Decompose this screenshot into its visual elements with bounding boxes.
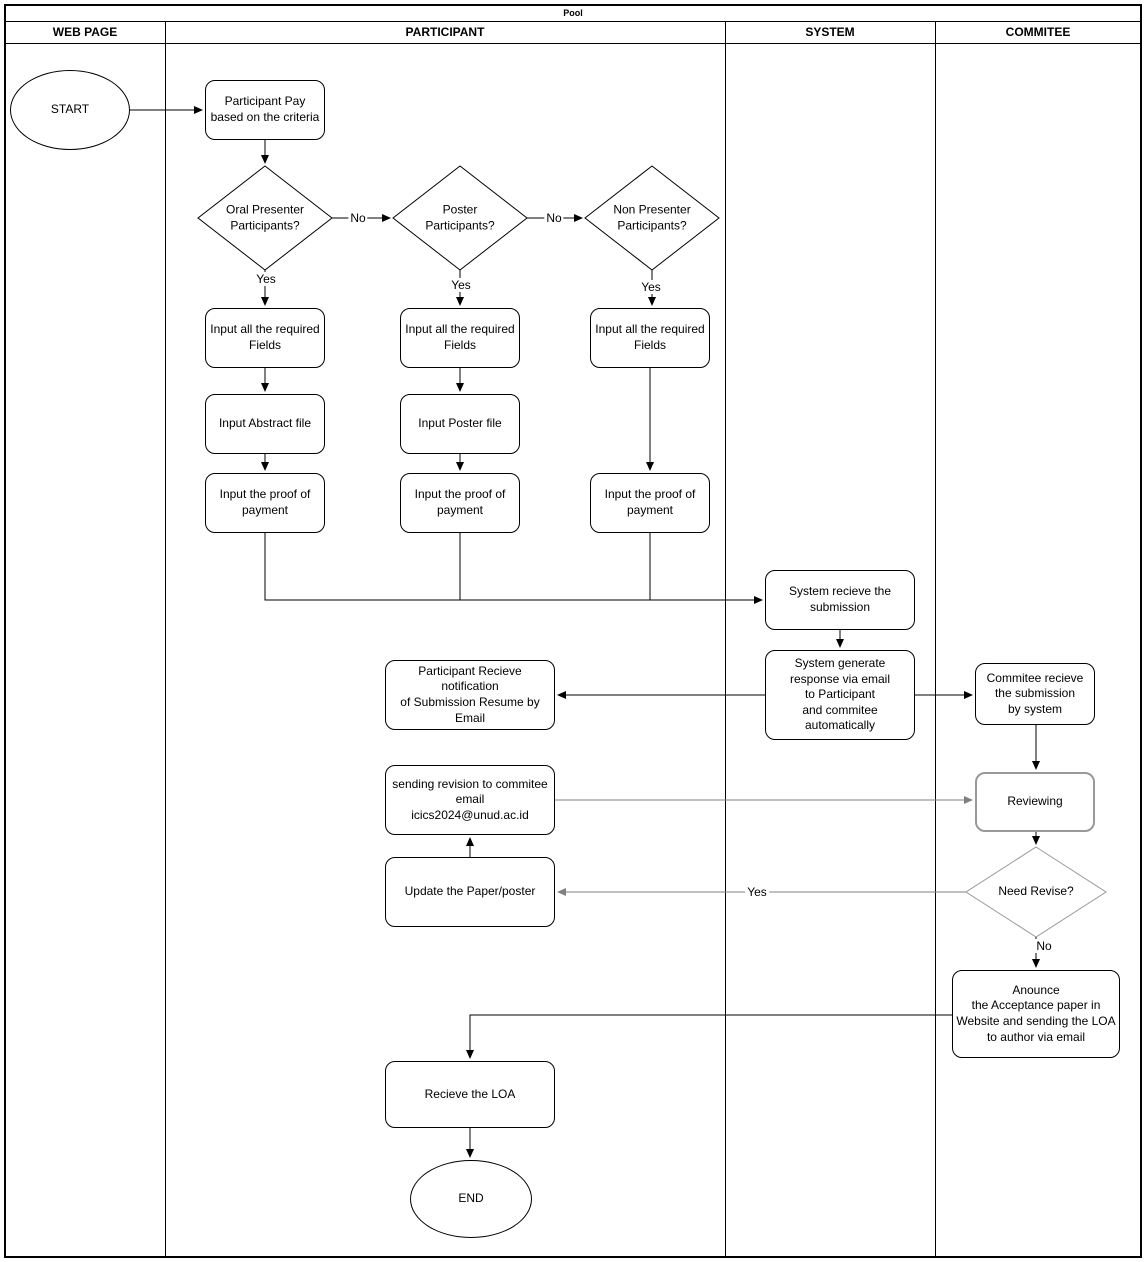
input-fields-poster-node: Input all the required Fields [400,308,520,368]
participant-notification-node: Participant Recieve notification of Subm… [385,660,555,730]
lane-border-participant-system [725,21,726,1257]
participant-pay-node: Participant Pay based on the criteria [205,80,325,140]
lane-header-divider [5,43,1141,44]
lane-header-commitee: COMMITEE [1005,25,1071,39]
proof-payment-oral-node: Input the proof of payment [205,473,325,533]
edge-label-no-revise: No [1034,939,1054,953]
edge-label-yes-revise: Yes [745,885,769,899]
start-node: START [10,70,130,150]
end-node: END [410,1160,532,1238]
system-receive-node: System recieve the submission [765,570,915,630]
system-generate-node: System generate response via email to Pa… [765,650,915,740]
sending-revision-node: sending revision to commitee email icics… [385,765,555,835]
commitee-receive-node: Commitee recieve the submission by syste… [975,663,1095,725]
decision-non-presenter-label: Non Presenter Participants? [613,202,691,232]
edge-label-no-oral: No [348,211,368,225]
input-poster-file-node: Input Poster file [400,394,520,454]
decision-poster-label: Poster Participants? [425,202,495,232]
edge-proofs-to-system-receive [264,533,763,604]
announce-node: Anounce the Acceptance paper in Website … [952,970,1120,1058]
edge-announce-to-receive-loa [466,1014,952,1059]
lane-border-system-commitee [935,21,936,1257]
lane-header-web-page: WEB PAGE [52,25,118,39]
proof-payment-poster-node: Input the proof of payment [400,473,520,533]
receive-loa-node: Recieve the LOA [385,1061,555,1128]
lane-border-webpage-participant [165,21,166,1257]
edge-label-no-poster: No [544,211,564,225]
proof-payment-nonpresenter-node: Input the proof of payment [590,473,710,533]
input-fields-nonpresenter-node: Input all the required Fields [590,308,710,368]
edge-label-yes-poster: Yes [449,278,473,292]
pool-title-divider [5,21,1141,22]
lane-header-system: SYSTEM [805,25,855,39]
decision-need-revise-label: Need Revise? [998,884,1074,899]
decision-oral-presenter-label: Oral Presenter Participants? [225,202,305,232]
pool-title: Pool [563,8,583,18]
input-abstract-node: Input Abstract file [205,394,325,454]
update-paper-node: Update the Paper/poster [385,857,555,927]
lane-header-participant: PARTICIPANT [405,25,485,39]
pool-frame [4,4,1142,1258]
edge-label-yes-non-presenter: Yes [639,280,663,294]
edge-label-yes-oral: Yes [254,272,278,286]
reviewing-node: Reviewing [975,772,1095,832]
input-fields-oral-node: Input all the required Fields [205,308,325,368]
